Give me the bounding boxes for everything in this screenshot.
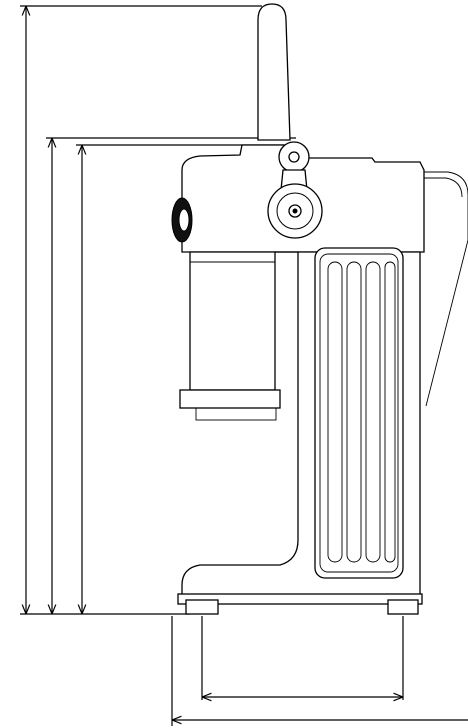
dimension-622 [46, 137, 296, 614]
dimension-396 [171, 616, 468, 726]
motor-housing [189, 251, 276, 391]
dimension-260 [201, 616, 404, 700]
left-foot [185, 599, 219, 615]
machine-base [177, 593, 423, 605]
right-foot [387, 599, 419, 615]
housing-base-plate [179, 389, 281, 409]
vent-panel-outer [314, 247, 404, 579]
dimension-789 [20, 5, 262, 614]
top-handle [257, 3, 291, 141]
side-arm [424, 171, 468, 407]
vent-panel-inner [319, 253, 399, 573]
vent-slots [327, 261, 396, 563]
